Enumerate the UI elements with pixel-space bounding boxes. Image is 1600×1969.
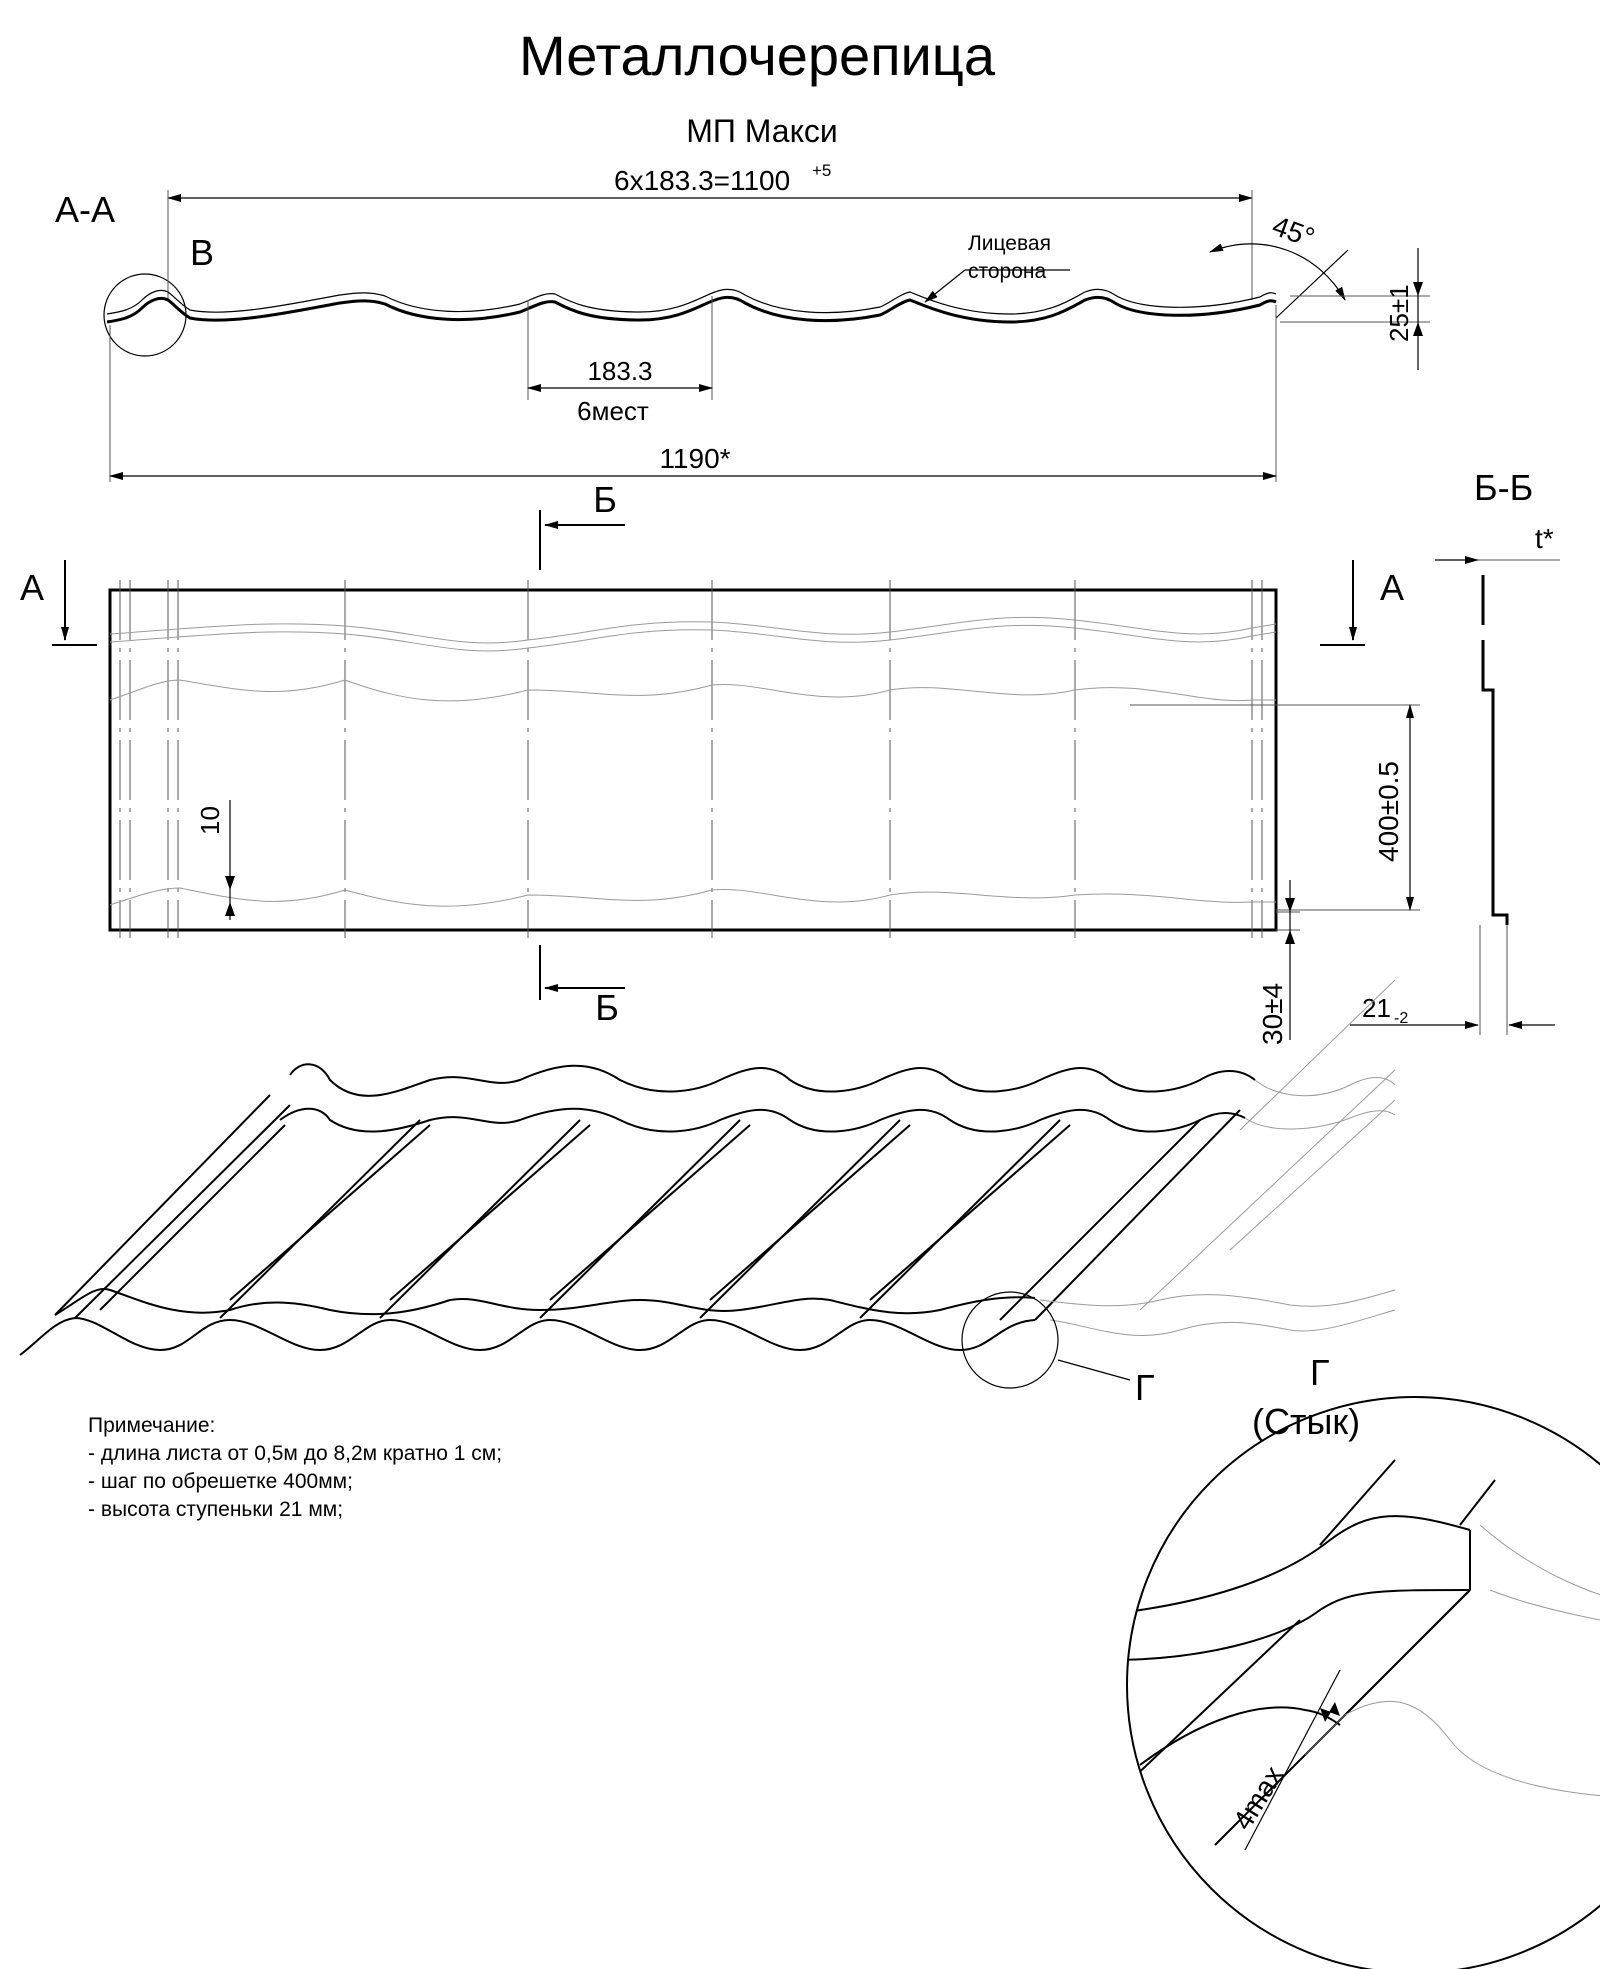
detail-lower-wave bbox=[1139, 1706, 1341, 1766]
detail-ridge-inner bbox=[1127, 1589, 1471, 1661]
iso-diagonal-lines bbox=[54, 1094, 1241, 1321]
iso-bottom-wave-2 bbox=[54, 1288, 1036, 1316]
angle-ray bbox=[1275, 249, 1349, 319]
gap-dim-line bbox=[1244, 1669, 1341, 1851]
detail-circle bbox=[1126, 1396, 1600, 1969]
detail-diag-4 bbox=[1344, 1589, 1471, 1716]
plan-wave-bottom bbox=[109, 887, 1276, 907]
pitch-dim-text: 183.3 bbox=[587, 356, 652, 386]
view-a-right-label: А bbox=[1380, 567, 1404, 608]
gap-arrow-a bbox=[1320, 1708, 1331, 1722]
profile-outline bbox=[106, 295, 1277, 324]
face-side-leader bbox=[924, 269, 966, 303]
total-width-text: 1190* bbox=[659, 443, 730, 474]
detail-lower-ghost bbox=[1344, 1700, 1600, 1801]
sheet-outline bbox=[108, 588, 1278, 932]
dim-10-text: 10 bbox=[195, 806, 225, 835]
cut-b-top-label: Б bbox=[593, 479, 617, 520]
notes-header: Примечание: bbox=[88, 1414, 215, 1437]
profile-inner bbox=[106, 288, 1277, 315]
dim-10-arrow-a bbox=[225, 876, 235, 890]
notes-block: Примечание: - длина листа от 0,5м до 8,2… bbox=[88, 1414, 502, 1521]
isometric-view: Г bbox=[19, 979, 1396, 1408]
callout-g-label: Г bbox=[1135, 1367, 1155, 1408]
dim-30-text: 30±4 bbox=[1257, 983, 1288, 1045]
pitch-lines bbox=[119, 580, 1263, 938]
detail-ridge-outer bbox=[1127, 1515, 1471, 1616]
detail-joint-label: (Стык) bbox=[1252, 1401, 1360, 1442]
height-dim-text: 25±1 bbox=[1384, 284, 1414, 342]
detail-diag-1 bbox=[1319, 1459, 1396, 1546]
callout-g-leader bbox=[1057, 1359, 1131, 1381]
notes-item-1: - длина листа от 0,5м до 8,2м кратно 1 с… bbox=[88, 1442, 502, 1465]
angle-arc bbox=[1209, 243, 1346, 301]
iso-top-ridge-2 bbox=[279, 1107, 1246, 1133]
detail-g: Г (Стык) 4max bbox=[1126, 1352, 1600, 1969]
iso-ghost-sheet bbox=[1039, 979, 1396, 1336]
detail-diag-6 bbox=[1459, 1479, 1496, 1526]
step-profile bbox=[1481, 575, 1509, 925]
dim-400-text: 400±0.5 bbox=[1373, 761, 1404, 862]
height-arrow-bottom bbox=[1413, 322, 1423, 336]
plan-wave-mid bbox=[109, 679, 1276, 702]
gap-arrow-b bbox=[1329, 1702, 1340, 1716]
cut-b-bottom-label: Б bbox=[595, 987, 619, 1028]
detail-g-label: Г bbox=[1310, 1352, 1330, 1393]
dim-top-text: 6x183.3=1100 bbox=[614, 165, 790, 196]
dim-30-arrow-b bbox=[1285, 930, 1295, 944]
pitch-count-text: 6мест bbox=[577, 396, 649, 426]
iso-top-ridge bbox=[289, 1063, 1256, 1097]
dim-30-arrow-a bbox=[1285, 898, 1295, 912]
view-a-left-label: А bbox=[20, 567, 44, 608]
page-title: Металлочерепица bbox=[519, 24, 996, 87]
iso-bottom-wave bbox=[19, 1316, 1036, 1356]
gap-dim-text: 4max bbox=[1227, 1761, 1290, 1835]
step-dim-sub: -2 bbox=[1394, 1010, 1408, 1027]
section-bb-label: Б-Б bbox=[1474, 467, 1533, 508]
notes-item-3: - высота ступеньки 21 мм; bbox=[88, 1498, 343, 1521]
dim-10-arrow-b bbox=[225, 902, 235, 916]
section-aa: А-А В 6x183.3=1100 +5 Лицевая сторона 45… bbox=[55, 161, 1430, 482]
dim-top-sup: +5 bbox=[812, 161, 831, 180]
section-aa-label: А-А bbox=[55, 189, 115, 230]
face-side-line2: сторона bbox=[968, 260, 1047, 283]
notes-item-2: - шаг по обрешетке 400мм; bbox=[88, 1470, 353, 1493]
plan-view: Б Б А А 10 400±0.5 30±4 bbox=[20, 479, 1420, 1045]
face-side-line1: Лицевая bbox=[968, 232, 1051, 255]
detail-diag-5 bbox=[1127, 1619, 1301, 1801]
callout-v-circle bbox=[103, 273, 187, 357]
plan-wave-top-a bbox=[109, 616, 1277, 644]
callout-g-circle bbox=[961, 1291, 1059, 1389]
section-bb: Б-Б t* 21 -2 bbox=[1350, 467, 1560, 1035]
plan-wave-top-b bbox=[109, 624, 1277, 652]
thickness-text: t* bbox=[1535, 523, 1554, 554]
height-arrow-top bbox=[1413, 282, 1423, 296]
detail-ridge-ghost bbox=[1479, 1524, 1600, 1641]
gap-dim-ext-1 bbox=[1304, 1714, 1346, 1756]
page-subtitle: МП Макси bbox=[686, 113, 838, 149]
callout-v-label: В bbox=[190, 232, 214, 273]
